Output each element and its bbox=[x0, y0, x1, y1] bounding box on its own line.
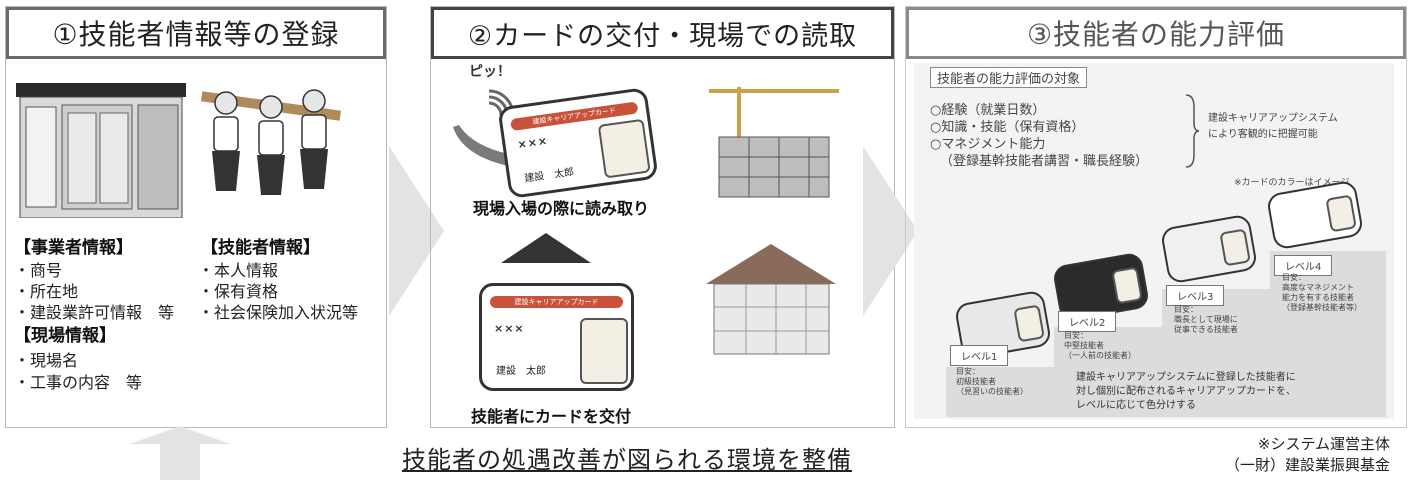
operator-note-line2: （一財）建設業振興基金 bbox=[1224, 456, 1390, 474]
worker-info-item: ・本人情報 bbox=[198, 261, 279, 280]
level-description: 目安： 職長として現場に 従事できる技能者 bbox=[1174, 305, 1238, 334]
panel-title-registration: ①技能者情報等の登録 bbox=[6, 7, 386, 59]
card-photo-icon bbox=[1325, 194, 1357, 233]
operator-note-line1: ※システム運営主体 bbox=[1257, 435, 1390, 453]
level-label: レベル1 bbox=[950, 345, 1009, 366]
business-info-item: ・所在地 bbox=[14, 282, 79, 301]
evaluation-side-note: 建設キャリアアップシステム により客観的に把握可能 bbox=[1208, 113, 1338, 140]
site-info-heading: 【現場情報】 bbox=[14, 326, 116, 346]
panel-evaluation: ③技能者の能力評価 技能者の能力評価の対象 ○経験（就業日数） ○知識・技能（保… bbox=[905, 6, 1407, 428]
evaluation-footer: 建設キャリアアップシステムに登録した技能者に 対し個別に配布されるキャリアアップ… bbox=[1076, 372, 1296, 411]
card-id-marks: ××× bbox=[516, 134, 549, 152]
card-id-marks: ××× bbox=[494, 322, 525, 335]
workers-illustration bbox=[200, 89, 342, 195]
worker-info-heading: 【技能者情報】 bbox=[201, 238, 320, 258]
panel-title-evaluation: ③技能者の能力評価 bbox=[906, 7, 1406, 59]
worker-info-item: ・社会保険加入状況等 bbox=[198, 303, 359, 322]
beep-text: ピッ！ bbox=[469, 64, 511, 80]
brace-icon bbox=[1185, 94, 1200, 168]
level-description: 目安： 初級技能者 （見習いの技能者） bbox=[956, 367, 1028, 396]
return-arrow bbox=[130, 426, 230, 480]
bottom-title: 技能者の処遇改善が図られる環境を整備 bbox=[402, 446, 852, 474]
panel-registration: ①技能者情報等の登録 【事業者情報】 ・商号 ・所在地 ・建設業許可情報 等 【… bbox=[5, 6, 387, 428]
business-info-item: ・建設業許可情報 等 bbox=[14, 303, 175, 322]
evaluation-item: ○経験（就業日数） bbox=[930, 103, 1046, 118]
site-info-item: ・工事の内容 等 bbox=[14, 373, 143, 392]
worker-info-item: ・保有資格 bbox=[198, 282, 279, 301]
issue-caption-bold: カードを交付 bbox=[535, 407, 632, 426]
evaluation-box-title: 技能者の能力評価の対象 bbox=[930, 67, 1088, 88]
evaluation-item: （登録基幹技能者講習・職長経験） bbox=[940, 154, 1149, 169]
level-step bbox=[1054, 327, 1386, 367]
level-step bbox=[946, 367, 1386, 417]
storefront-illustration bbox=[16, 83, 186, 218]
scaffold-house-illustration bbox=[706, 244, 836, 355]
card-color-note: ※カードのカラーはイメージ bbox=[1234, 178, 1350, 188]
level-label: レベル3 bbox=[1166, 285, 1225, 306]
card-photo-icon bbox=[1219, 228, 1251, 267]
site-info-item: ・現場名 bbox=[14, 351, 79, 370]
career-card-read: 建設キャリアアップカード ××× 建設 太郎 bbox=[497, 87, 659, 199]
flow-arrow-right bbox=[389, 146, 444, 316]
business-info-heading: 【事業者情報】 bbox=[14, 238, 133, 258]
flow-arrow-right bbox=[863, 146, 918, 316]
card-photo-icon bbox=[1111, 266, 1143, 305]
business-info-item: ・商号 bbox=[14, 261, 63, 280]
panel-title-card-issue: ②カードの交付・現場での読取 bbox=[431, 7, 894, 59]
evaluation-item: ○知識・技能（保有資格） bbox=[930, 120, 1085, 135]
career-card-issued: 建設キャリアアップカード ××× 建設 太郎 bbox=[479, 283, 634, 391]
evaluation-item: ○マネジメント能力 bbox=[930, 137, 1046, 152]
card-holder-name: 建設 太郎 bbox=[523, 166, 575, 185]
level-label: レベル2 bbox=[1058, 311, 1117, 332]
construction-site-illustration bbox=[709, 87, 839, 198]
read-caption: 現場入場の際に読み取り bbox=[473, 199, 650, 218]
level-description: 目安： 高度なマネジメント 能力を有する技能者 （登録基幹技能者等） bbox=[1282, 273, 1362, 312]
card-photo-icon bbox=[580, 318, 628, 384]
level-label: レベル4 bbox=[1274, 255, 1333, 276]
up-arrow-icon bbox=[501, 233, 591, 263]
panel-card-issue: ②カードの交付・現場での読取 ピッ！ 建設キャリアアップカード ××× 建設 太… bbox=[430, 6, 895, 428]
level-description: 目安： 中堅技能者 （一人前の技能者） bbox=[1064, 331, 1136, 360]
card-holder-name: 建設 太郎 bbox=[496, 366, 546, 377]
issue-caption-prefix: 技能者に bbox=[471, 407, 536, 426]
card-photo-icon bbox=[1013, 304, 1045, 343]
card-photo-icon bbox=[597, 118, 651, 179]
issue-caption: 技能者にカードを交付 bbox=[471, 403, 631, 427]
card-brand: 建設キャリアアップカード bbox=[490, 296, 623, 308]
